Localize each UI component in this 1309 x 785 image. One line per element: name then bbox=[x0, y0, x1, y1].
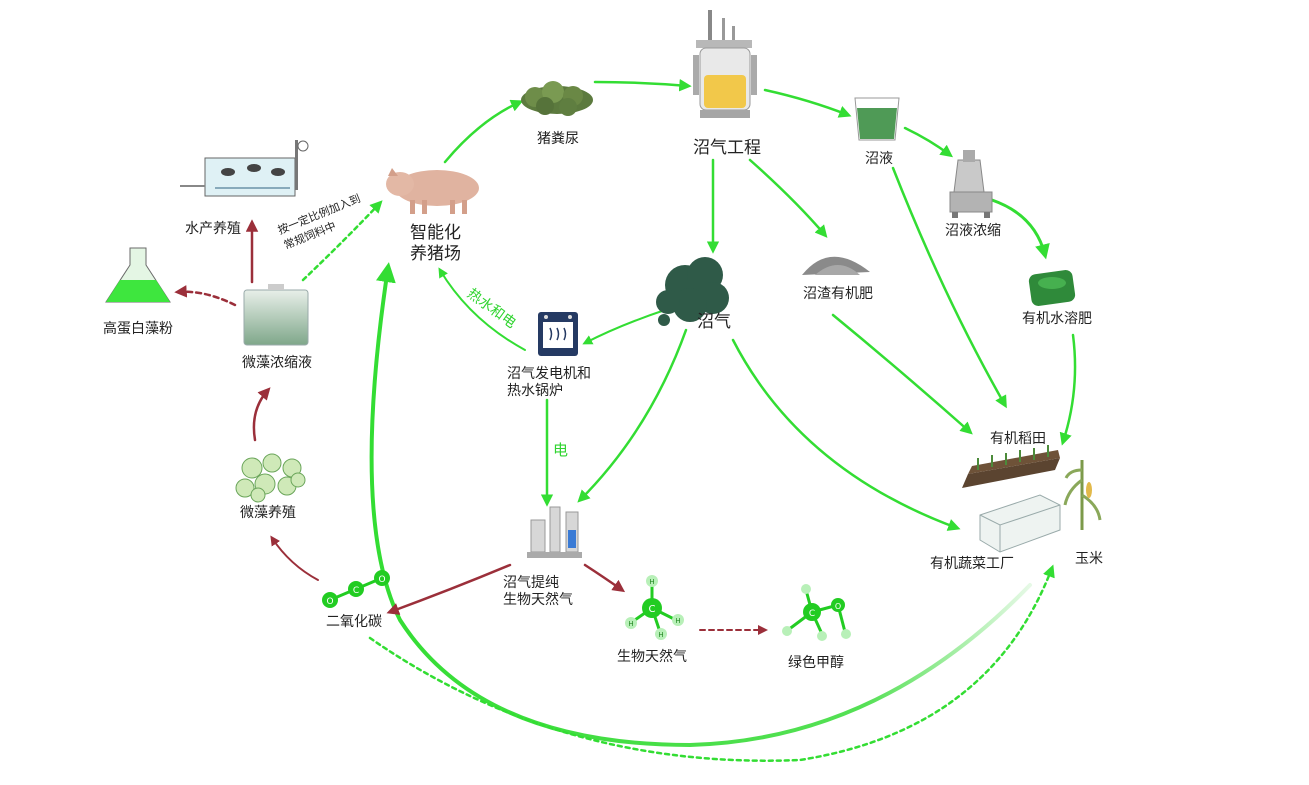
arrow-slurry-to-concentration bbox=[903, 126, 954, 158]
arrow-concentrate-to-algae-powder-dashed bbox=[174, 285, 237, 307]
label-microalgae-concentrate: 微藻浓缩液 bbox=[242, 355, 312, 371]
slurry-beaker-icon bbox=[854, 97, 900, 141]
label-biogas-project: 沼气工程 bbox=[693, 138, 761, 158]
label-aquaculture: 水产养殖 bbox=[185, 221, 241, 237]
aquaculture-tank-icon bbox=[180, 140, 309, 197]
arrow-generator-to-pigfarm bbox=[438, 267, 526, 351]
co2-molecule-icon: O C O bbox=[322, 570, 390, 608]
concentration-machine-icon bbox=[949, 150, 993, 218]
label-carbon-dioxide: 二氧化碳 bbox=[326, 614, 382, 630]
methane-hydrogen-1: H bbox=[649, 578, 654, 586]
arrow-water-fertilizer-to-corn bbox=[1059, 333, 1077, 446]
arrows bbox=[174, 79, 1077, 762]
arrow-biogas-to-generator bbox=[582, 309, 666, 345]
methane-molecule-icon: C H H H H bbox=[625, 575, 684, 640]
arrow-concentration-to-water-fertilizer bbox=[990, 198, 1050, 260]
arrow-concentrate-to-pigfarm-dotted bbox=[301, 200, 383, 282]
concentrate-container-icon bbox=[243, 284, 309, 346]
label-biogas: 沼气 bbox=[697, 312, 731, 332]
purification-equipment-icon bbox=[527, 506, 582, 558]
arrow-culture-to-concentrate bbox=[252, 387, 271, 442]
manure-pile-icon bbox=[521, 81, 593, 116]
label-slurry-concentration: 沼液浓缩 bbox=[945, 223, 1001, 239]
label-pig-farm-line2: 养猪场 bbox=[410, 244, 461, 264]
arrow-pigfarm-to-manure bbox=[443, 99, 524, 164]
label-green-methanol: 绿色甲醇 bbox=[788, 655, 844, 671]
arrow-co2-to-culture bbox=[270, 535, 319, 581]
label-biogas-slurry: 沼液 bbox=[865, 151, 893, 167]
arrow-slurry-to-rice bbox=[891, 166, 1007, 409]
label-bio-natural-gas: 生物天然气 bbox=[617, 649, 687, 665]
label-biogas-residue-fertilizer: 沼渣有机肥 bbox=[803, 286, 873, 302]
biogas-cloud-icon bbox=[656, 257, 729, 326]
rice-field-icon bbox=[962, 445, 1060, 488]
label-high-protein-algae: 高蛋白藻粉 bbox=[103, 321, 173, 337]
methanol-carbon: C bbox=[809, 609, 815, 619]
co2-oxygen-left: O bbox=[326, 597, 333, 607]
arrow-project-to-residue bbox=[748, 158, 828, 238]
residue-heap-icon bbox=[802, 256, 870, 275]
water-fertilizer-icon bbox=[1028, 269, 1076, 307]
arrow-biogas-to-purification bbox=[577, 328, 688, 503]
arrow-purification-to-natural-gas bbox=[583, 563, 626, 593]
methanol-oxygen: O bbox=[835, 602, 841, 611]
label-pig-farm-line1: 智能化 bbox=[410, 223, 461, 243]
label-microalgae-culture: 微藻养殖 bbox=[240, 505, 296, 521]
label-generator-line2: 热水锅炉 bbox=[507, 383, 563, 399]
label-organic-water-fertilizer: 有机水溶肥 bbox=[1022, 311, 1092, 327]
label-organic-vegetable-factory: 有机蔬菜工厂 bbox=[930, 556, 1014, 572]
label-organic-rice-field: 有机稻田 bbox=[990, 431, 1046, 447]
co2-carbon: C bbox=[353, 586, 359, 596]
label-corn: 玉米 bbox=[1075, 551, 1103, 567]
arrow-residue-to-rice bbox=[831, 313, 973, 435]
arrow-project-to-slurry bbox=[763, 88, 852, 118]
microalgae-cells-icon bbox=[235, 453, 306, 503]
methane-hydrogen-3: H bbox=[675, 617, 680, 625]
arrow-purification-to-co2 bbox=[386, 563, 512, 615]
corn-plant-icon bbox=[1063, 460, 1102, 530]
label-purification-line1: 沼气提纯 bbox=[503, 575, 559, 591]
methanol-molecule-icon: C O bbox=[782, 584, 851, 641]
arrow-big-return-to-pigfarm bbox=[369, 262, 1032, 748]
edge-label-electricity: 电 bbox=[553, 441, 569, 459]
arrow-biogas-to-vegetables bbox=[731, 338, 961, 531]
bioreactor-icon bbox=[693, 10, 757, 118]
label-purification-line2: 生物天然气 bbox=[503, 592, 573, 608]
flask-icon bbox=[105, 247, 171, 303]
co2-oxygen-right: O bbox=[378, 575, 385, 585]
arrow-manure-to-biogas-project bbox=[593, 79, 692, 92]
methane-carbon: C bbox=[649, 604, 656, 615]
methane-hydrogen-2: H bbox=[628, 620, 633, 628]
generator-boiler-icon bbox=[538, 312, 578, 356]
methane-hydrogen-4: H bbox=[658, 631, 663, 639]
arrow-co2-to-vegetables-dotted bbox=[368, 564, 1055, 762]
label-generator-line1: 沼气发电机和 bbox=[507, 366, 591, 382]
label-pig-manure: 猪粪尿 bbox=[537, 131, 579, 147]
pig-icon bbox=[386, 168, 479, 214]
greenhouse-icon bbox=[979, 494, 1061, 553]
